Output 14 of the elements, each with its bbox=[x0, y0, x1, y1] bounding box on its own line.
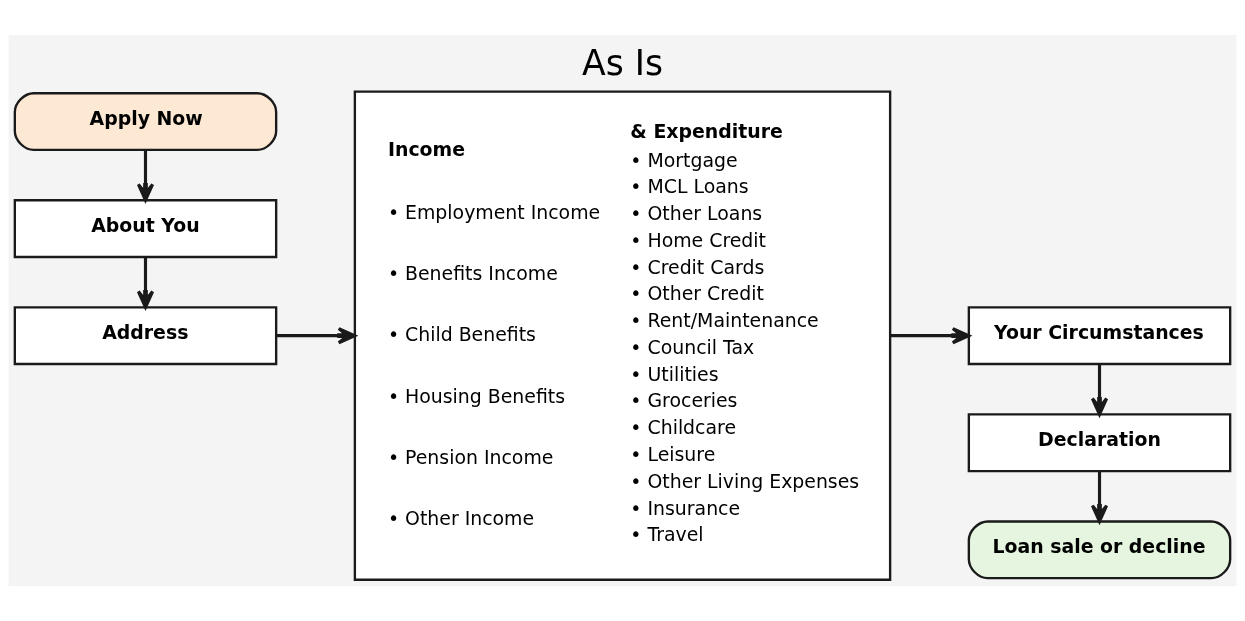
node-box: Your Circumstances bbox=[967, 306, 1232, 366]
node-box: Address bbox=[13, 306, 278, 366]
node-box: Apply Now bbox=[13, 92, 278, 152]
arrow bbox=[1090, 364, 1109, 416]
node-box: About You bbox=[13, 199, 278, 259]
arrow bbox=[136, 257, 155, 309]
diagram-title: As Is bbox=[582, 43, 663, 84]
arrow bbox=[890, 327, 971, 345]
arrow bbox=[136, 150, 155, 202]
node-box: Loan sale or decline bbox=[967, 520, 1232, 580]
arrow bbox=[1090, 471, 1109, 523]
node-box: Declaration bbox=[967, 413, 1232, 473]
arrow bbox=[276, 327, 357, 345]
node-box: Income • Employment Income • Benefits Income • Child Benefits • Housing Benefits • Pension Income • Other Income & Expenditure • Mortgage • MCL Loans • Other Loans • Home Credit • Credit Cards • Other Credit • Rent/Maintenance • Council Tax • Utilities • Groceries • Childcare • Leisure • Other Living Expenses • Insurance • Travel bbox=[353, 90, 892, 581]
